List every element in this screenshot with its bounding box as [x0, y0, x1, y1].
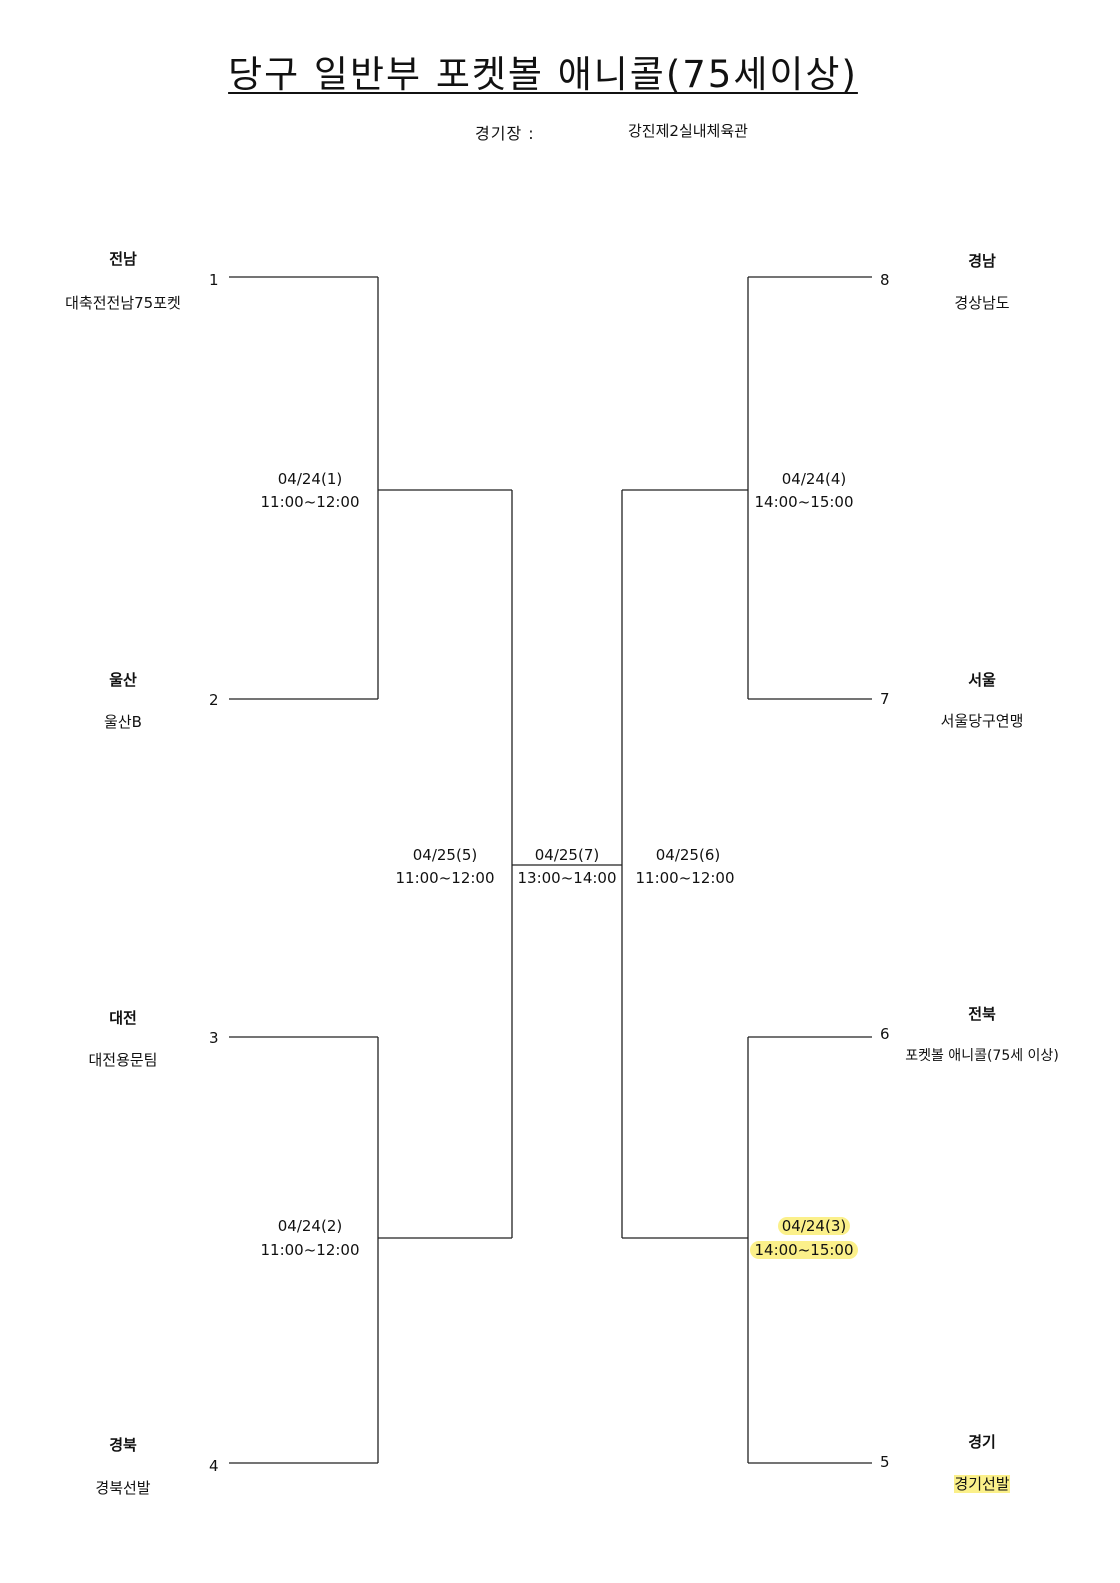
- seed-7: 7: [880, 690, 890, 708]
- seed-3: 3: [209, 1029, 219, 1047]
- right-region-5: 경기: [968, 1433, 996, 1451]
- right-team-6: 포켓볼 애니콜(75세 이상): [905, 1048, 1059, 1064]
- match-4-date: 04/24(4): [781, 470, 847, 488]
- left-team-2: 울산B: [104, 713, 142, 731]
- seed-5: 5: [880, 1453, 890, 1471]
- match-3-date: 04/24(3): [754, 1217, 874, 1235]
- match-7-date: 04/25(7): [534, 846, 600, 864]
- match-3-date-text: 04/24(3): [777, 1217, 851, 1235]
- left-region-4: 경북: [109, 1436, 137, 1454]
- right-team-7: 서울당구연맹: [940, 712, 1024, 730]
- left-region-1: 전남: [109, 250, 137, 268]
- right-region-6: 전북: [968, 1005, 996, 1023]
- page-title-text: 당구 일반부 포켓볼 애니콜(75세이상): [228, 53, 858, 96]
- match-1-time: 11:00~12:00: [260, 493, 360, 511]
- match-5-date: 04/25(5): [412, 846, 478, 864]
- left-team-4: 경북선발: [95, 1479, 151, 1497]
- left-region-3: 대전: [109, 1009, 137, 1027]
- page-title: 당구 일반부 포켓볼 애니콜(75세이상): [0, 44, 1086, 98]
- match-1-date: 04/24(1): [277, 470, 343, 488]
- right-team-5: 경기선발: [872, 1473, 1092, 1494]
- seed-2: 2: [209, 691, 219, 709]
- left-team-1: 대축전전남75포켓: [65, 294, 181, 312]
- seed-1: 1: [209, 271, 219, 289]
- match-5-time: 11:00~12:00: [395, 869, 495, 887]
- venue-value: 강진제2실내체육관: [628, 122, 748, 140]
- match-3-time: 14:00~15:00: [744, 1241, 864, 1259]
- venue-label: 경기장 :: [475, 124, 535, 143]
- left-team-3: 대전용문팀: [88, 1051, 158, 1069]
- right-team-8: 경상남도: [954, 294, 1010, 312]
- seed-8: 8: [880, 271, 890, 289]
- seed-4: 4: [209, 1457, 219, 1475]
- match-2-date: 04/24(2): [277, 1217, 343, 1235]
- match-6-date: 04/25(6): [655, 846, 721, 864]
- right-region-8: 경남: [968, 252, 996, 270]
- match-3-time-text: 14:00~15:00: [750, 1241, 858, 1259]
- match-7-time: 13:00~14:00: [517, 869, 617, 887]
- right-team-5-text: 경기선발: [954, 1475, 1010, 1493]
- right-region-7: 서울: [968, 671, 996, 689]
- match-4-time: 14:00~15:00: [754, 493, 854, 511]
- left-region-2: 울산: [109, 671, 137, 689]
- match-2-time: 11:00~12:00: [260, 1241, 360, 1259]
- seed-6: 6: [880, 1025, 890, 1043]
- match-6-time: 11:00~12:00: [635, 869, 735, 887]
